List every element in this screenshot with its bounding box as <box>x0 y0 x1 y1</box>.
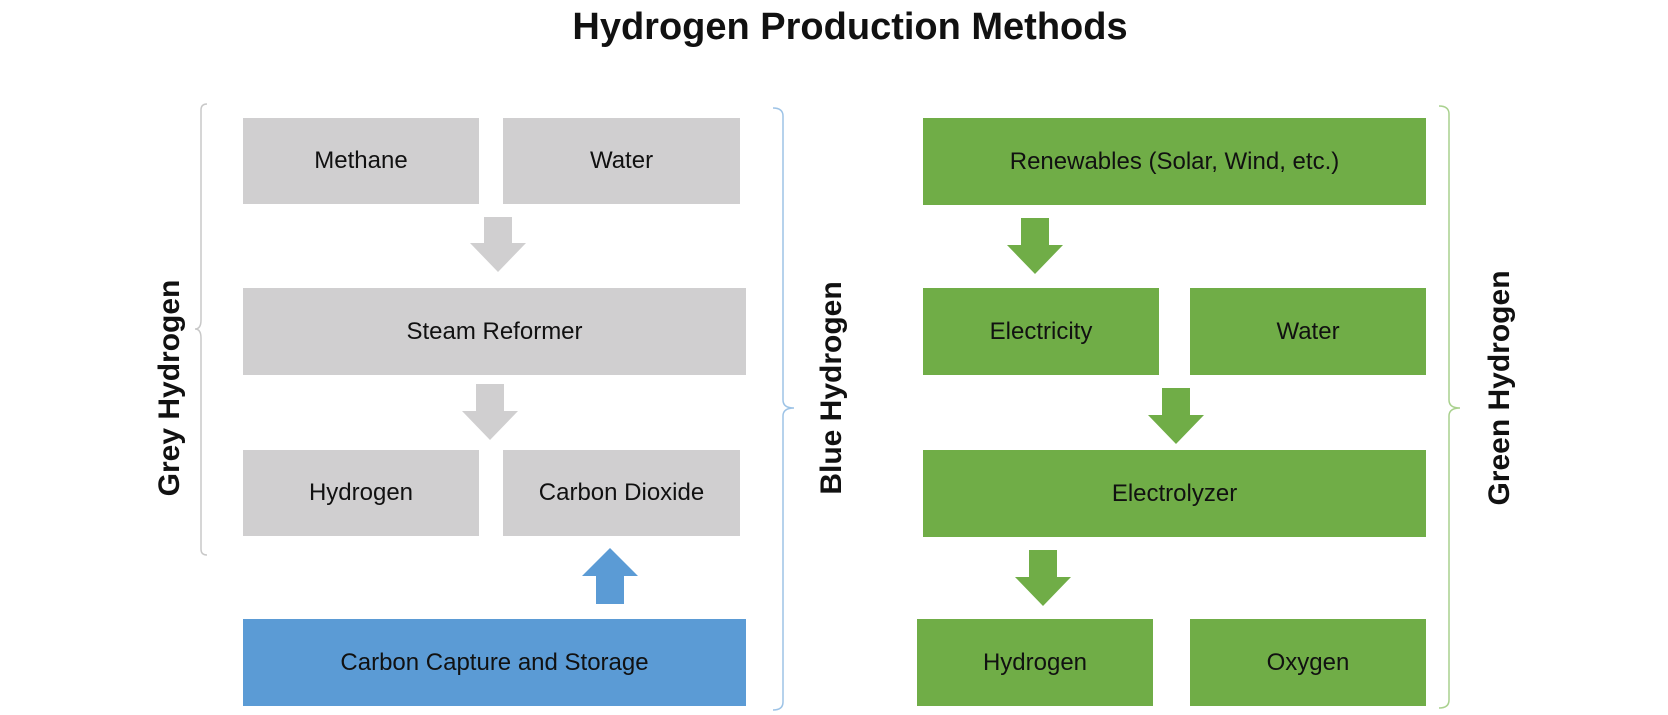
water-box-grey: Water <box>503 118 740 204</box>
arrow-down-icon <box>1007 218 1063 274</box>
carbon-dioxide-box: Carbon Dioxide <box>503 450 740 536</box>
electrolyzer-box: Electrolyzer <box>923 450 1426 537</box>
arrow-up-icon <box>582 548 638 604</box>
arrow-down-icon <box>470 217 526 272</box>
arrow-down-icon <box>1015 550 1071 606</box>
renewables-box: Renewables (Solar, Wind, etc.) <box>923 118 1426 205</box>
arrow-down-icon <box>462 384 518 440</box>
grey-bracket <box>194 103 208 556</box>
methane-box: Methane <box>243 118 479 204</box>
hydrogen-box-green: Hydrogen <box>917 619 1153 706</box>
arrow-down-icon <box>1148 388 1204 444</box>
steam-reformer-box: Steam Reformer <box>243 288 746 375</box>
hydrogen-box-grey: Hydrogen <box>243 450 479 536</box>
blue-bracket <box>772 107 795 711</box>
green-bracket <box>1438 105 1461 709</box>
water-box-green: Water <box>1190 288 1426 375</box>
carbon-capture-box: Carbon Capture and Storage <box>243 619 746 706</box>
electricity-box: Electricity <box>923 288 1159 375</box>
oxygen-box: Oxygen <box>1190 619 1426 706</box>
diagram-title: Hydrogen Production Methods <box>572 6 1128 48</box>
